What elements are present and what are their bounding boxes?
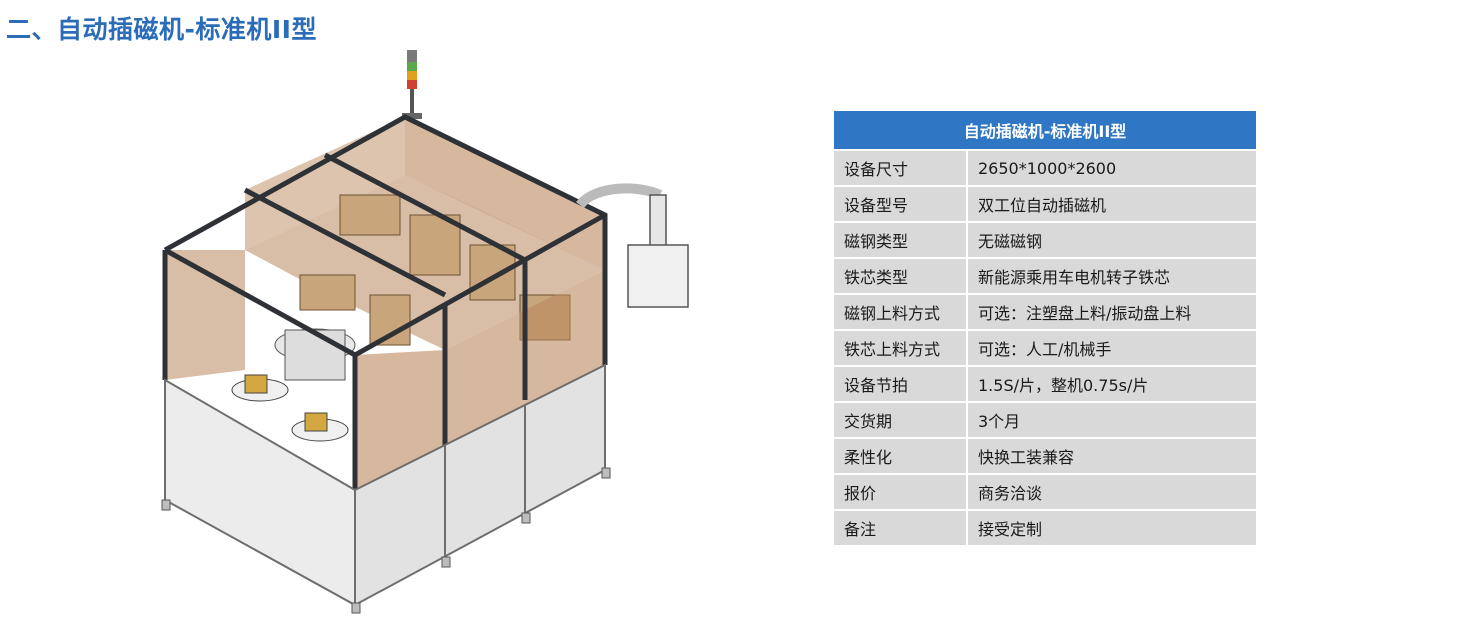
row-label: 铁芯上料方式 xyxy=(834,329,968,365)
row-label: 磁钢上料方式 xyxy=(834,293,968,329)
table-row: 铁芯类型新能源乘用车电机转子铁芯 xyxy=(834,257,1256,293)
row-value: 可选：注塑盘上料/振动盘上料 xyxy=(968,293,1256,329)
row-label: 柔性化 xyxy=(834,437,968,473)
row-value: 可选：人工/机械手 xyxy=(968,329,1256,365)
row-value: 双工位自动插磁机 xyxy=(968,185,1256,221)
spec-table-header-row: 自动插磁机-标准机II型 xyxy=(834,111,1256,149)
row-value: 3个月 xyxy=(968,401,1256,437)
row-value: 无磁磁钢 xyxy=(968,221,1256,257)
row-label: 磁钢类型 xyxy=(834,221,968,257)
row-label: 报价 xyxy=(834,473,968,509)
row-label: 设备节拍 xyxy=(834,365,968,401)
row-value: 快换工装兼容 xyxy=(968,437,1256,473)
spec-table-title: 自动插磁机-标准机II型 xyxy=(834,111,1256,149)
table-row: 设备型号双工位自动插磁机 xyxy=(834,185,1256,221)
table-row: 磁钢类型无磁磁钢 xyxy=(834,221,1256,257)
row-label: 备注 xyxy=(834,509,968,545)
page-heading: 二、自动插磁机-标准机II型 xyxy=(6,15,317,44)
row-value: 接受定制 xyxy=(968,509,1256,545)
row-label: 设备尺寸 xyxy=(834,149,968,185)
row-value: 新能源乘用车电机转子铁芯 xyxy=(968,257,1256,293)
table-row: 备注接受定制 xyxy=(834,509,1256,545)
signal-tower-icon xyxy=(402,50,422,119)
row-value: 2650*1000*2600 xyxy=(968,149,1256,185)
row-value: 商务洽谈 xyxy=(968,473,1256,509)
table-row: 铁芯上料方式可选：人工/机械手 xyxy=(834,329,1256,365)
table-row: 磁钢上料方式可选：注塑盘上料/振动盘上料 xyxy=(834,293,1256,329)
table-row: 报价商务洽谈 xyxy=(834,473,1256,509)
row-label: 铁芯类型 xyxy=(834,257,968,293)
machine-illustration xyxy=(161,50,689,614)
row-value: 1.5S/片，整机0.75s/片 xyxy=(968,365,1256,401)
row-label: 交货期 xyxy=(834,401,968,437)
row-label: 设备型号 xyxy=(834,185,968,221)
table-row: 柔性化快换工装兼容 xyxy=(834,437,1256,473)
